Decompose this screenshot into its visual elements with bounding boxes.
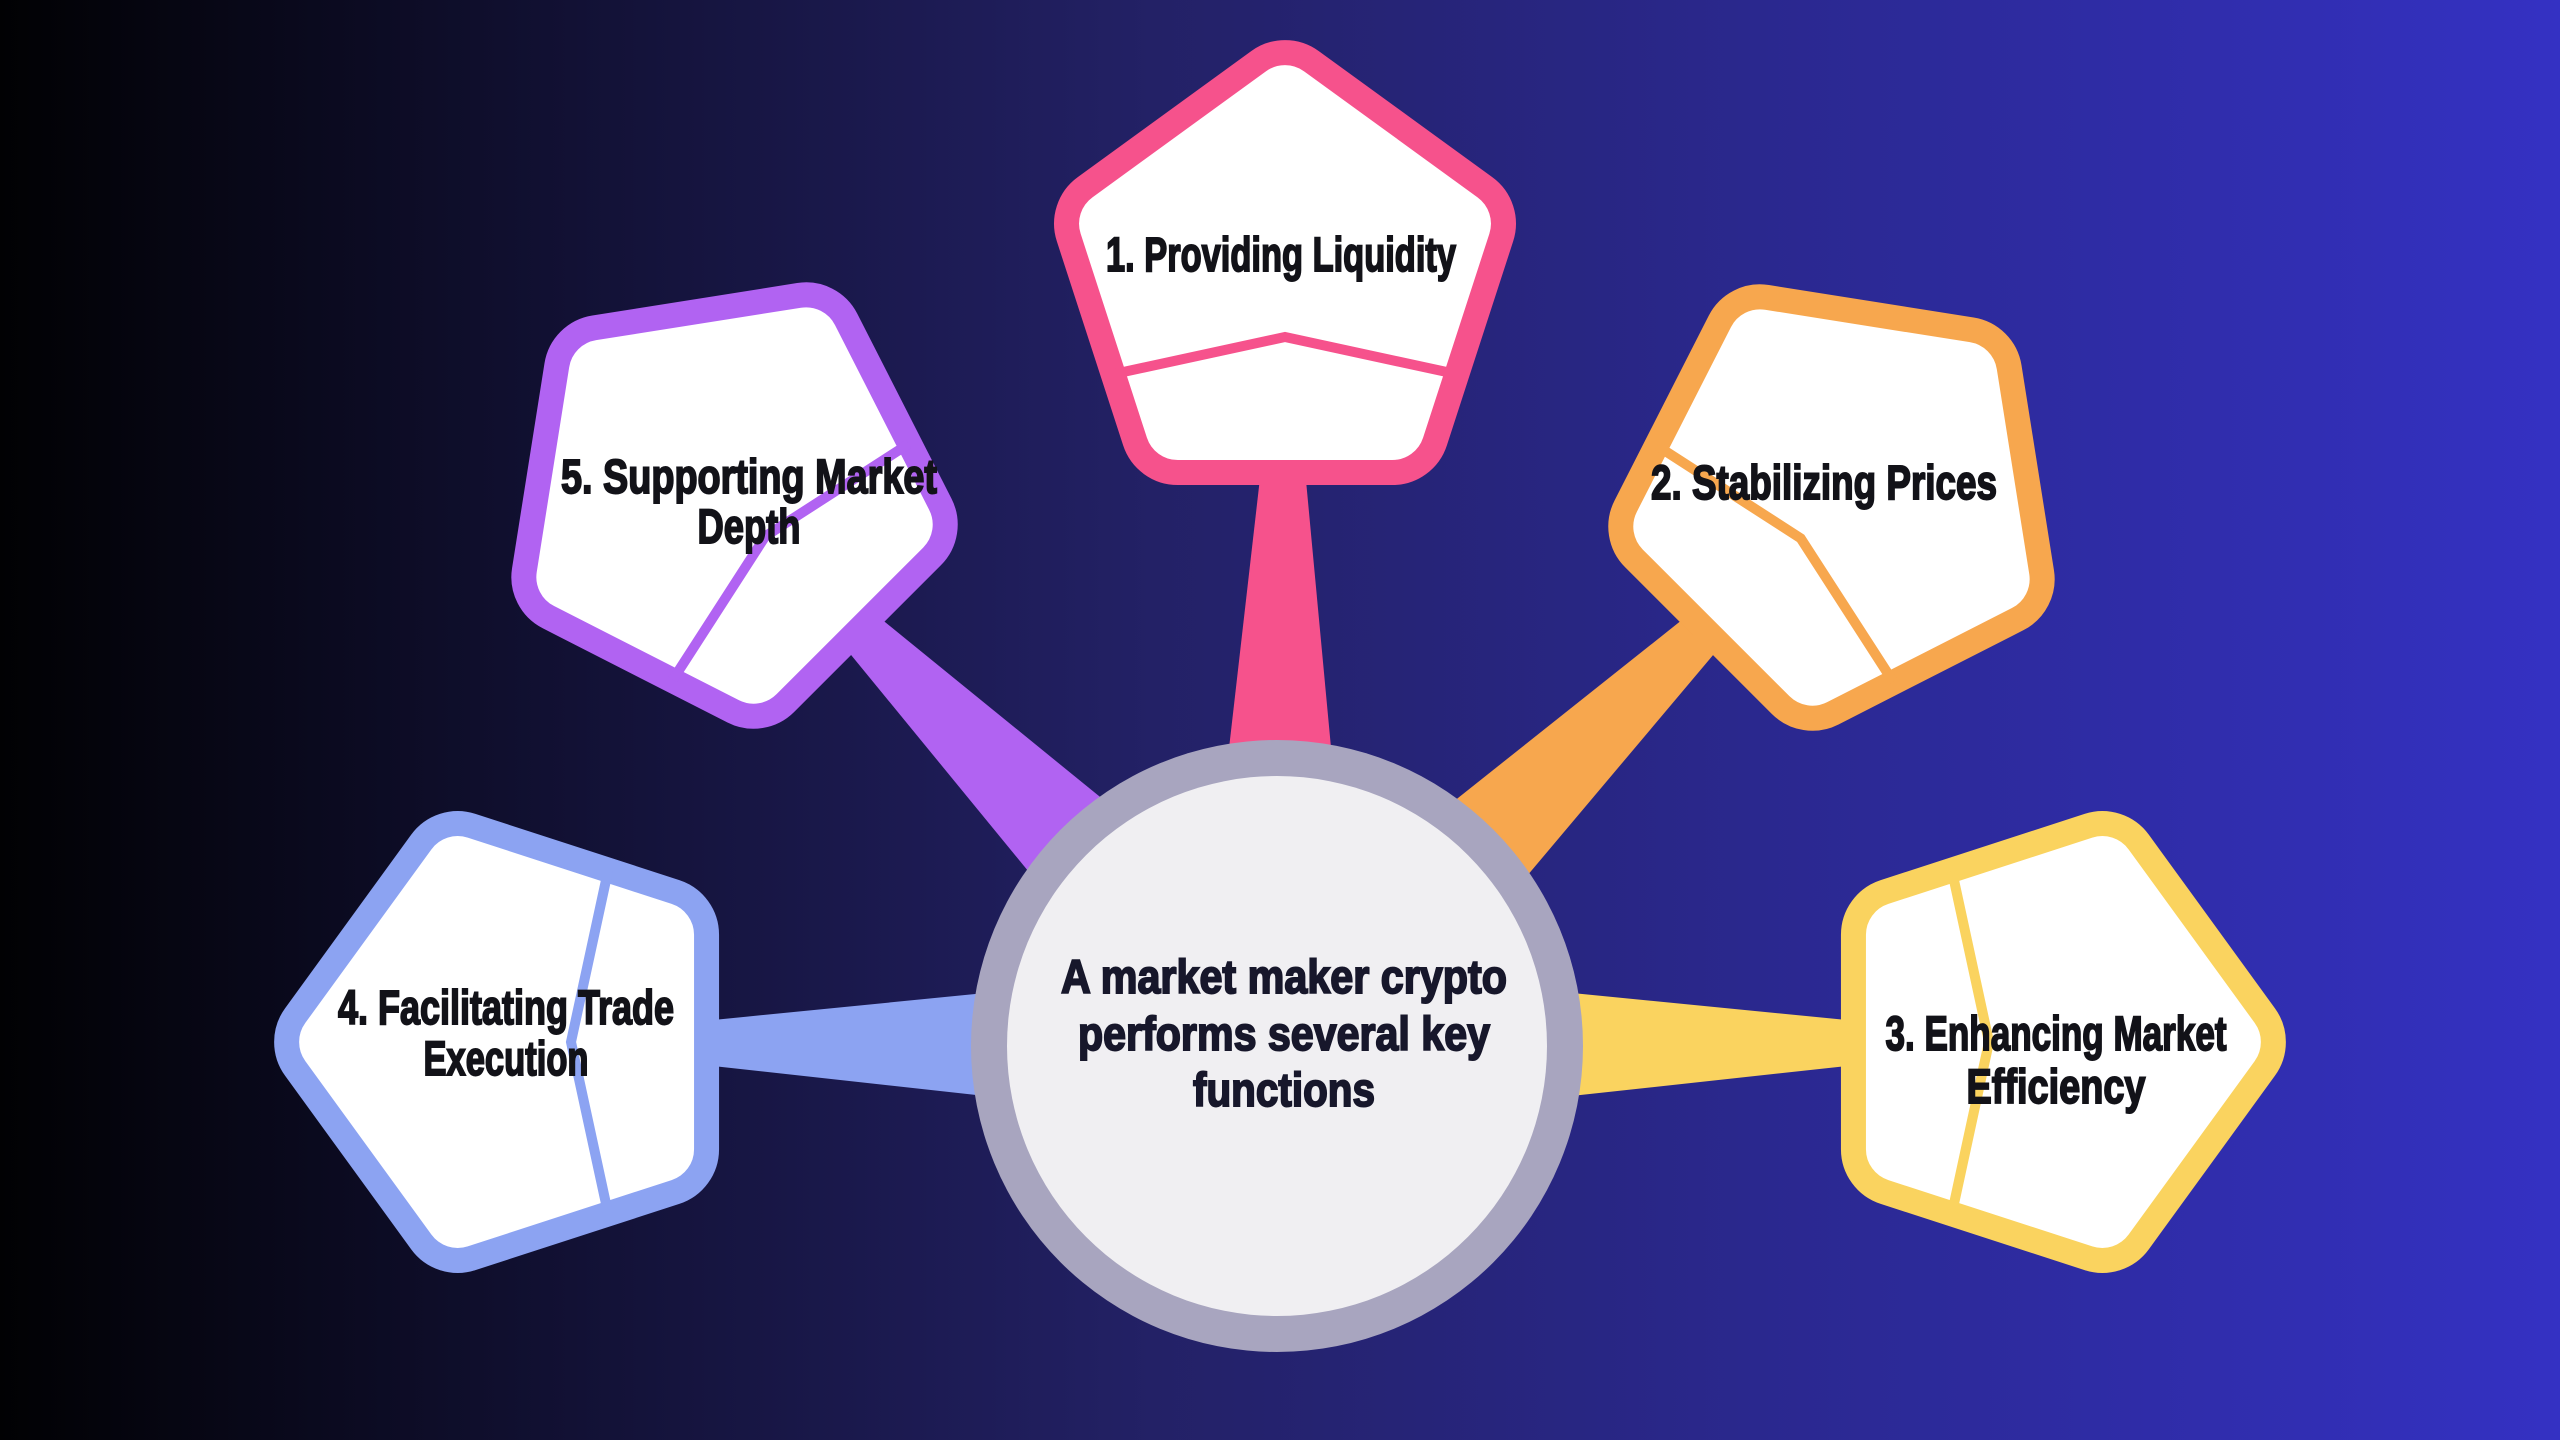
svg-text:Depth: Depth <box>698 501 801 554</box>
svg-text:Efficiency: Efficiency <box>1967 1061 2146 1114</box>
svg-text:2. Stabilizing Prices: 2. Stabilizing Prices <box>1651 457 1997 510</box>
svg-text:Execution: Execution <box>424 1033 589 1086</box>
svg-text:5. Supporting Market: 5. Supporting Market <box>561 451 937 504</box>
svg-text:4. Facilitating Trade: 4. Facilitating Trade <box>338 982 674 1035</box>
svg-text:performs several key: performs several key <box>1078 1007 1490 1060</box>
svg-text:A market maker crypto: A market maker crypto <box>1061 950 1507 1003</box>
svg-text:3. Enhancing Market: 3. Enhancing Market <box>1886 1008 2227 1061</box>
svg-text:1. Providing Liquidity: 1. Providing Liquidity <box>1106 229 1456 282</box>
svg-text:functions: functions <box>1193 1063 1375 1116</box>
